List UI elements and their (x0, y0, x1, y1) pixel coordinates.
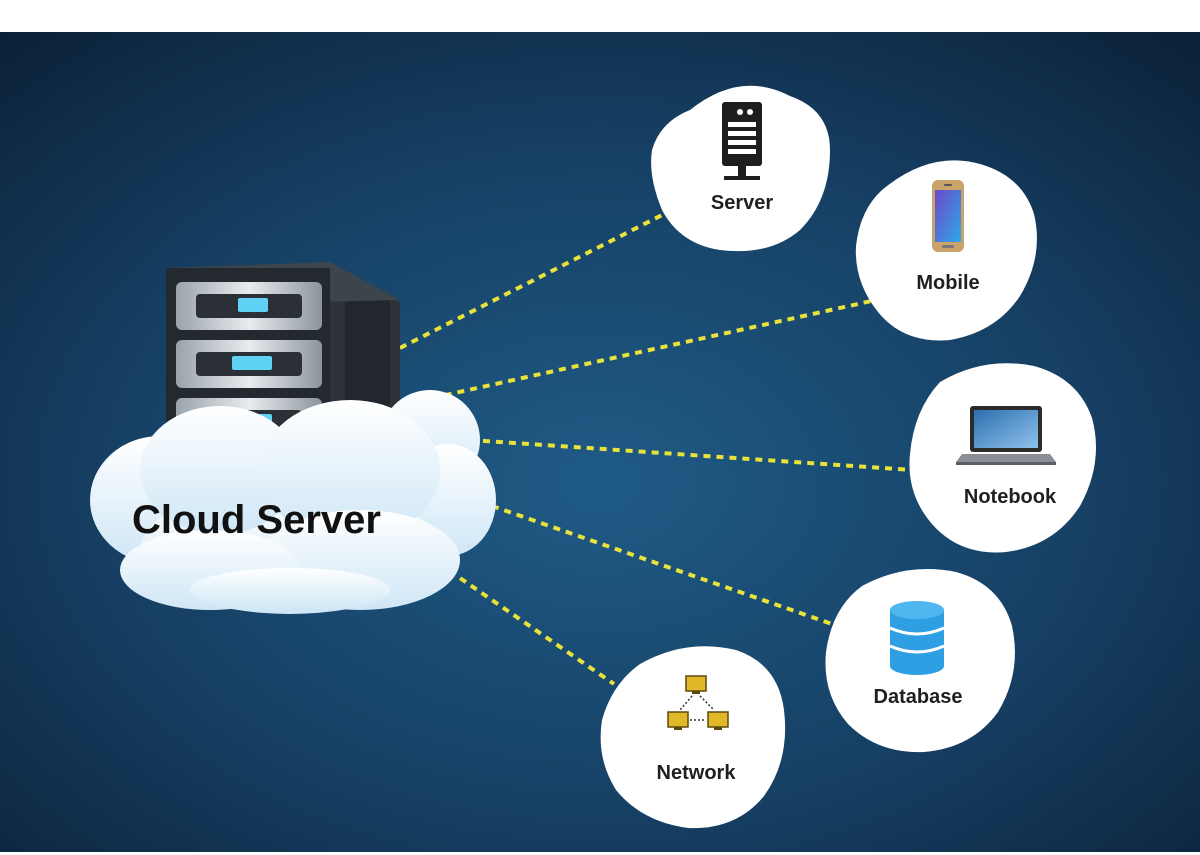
hub-label: Cloud Server (132, 498, 381, 542)
node-badge-network (600, 646, 786, 829)
connector-network (426, 554, 616, 686)
network-computers-icon (667, 675, 729, 730)
node-label-mobile: Mobile (916, 272, 980, 294)
node-label-server: Server (710, 192, 774, 214)
node-label-notebook: Notebook (963, 486, 1057, 508)
connector-mobile (431, 298, 877, 400)
node-label-database: Database (873, 686, 963, 708)
node-badges (600, 85, 1096, 829)
cloud-shape (90, 390, 496, 614)
connectors (399, 210, 913, 686)
laptop-icon (956, 406, 1056, 465)
database-icon (889, 601, 945, 675)
smartphone-icon (932, 180, 964, 252)
connector-notebook (469, 438, 913, 472)
node-label-network: Network (656, 762, 736, 784)
connector-server (399, 210, 669, 350)
server-tower-icon (722, 102, 762, 180)
connector-database (491, 504, 833, 626)
